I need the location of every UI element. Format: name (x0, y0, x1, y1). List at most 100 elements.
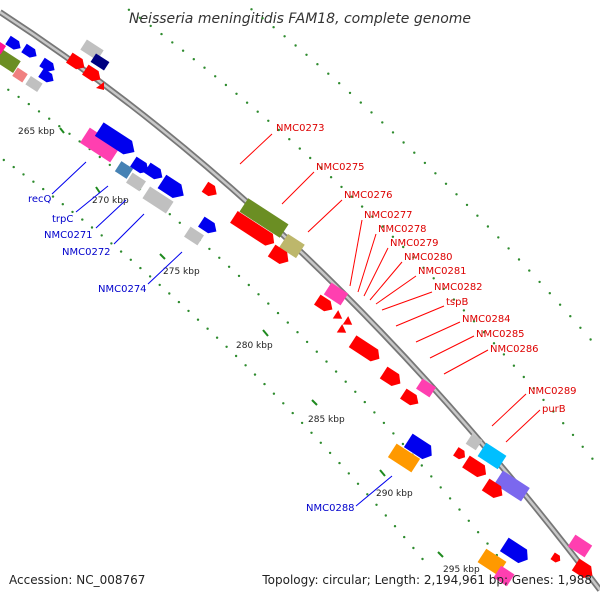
guide-dot (430, 475, 433, 478)
guide-dot (334, 370, 338, 373)
guide-dot (225, 345, 228, 348)
guide-dot (51, 195, 55, 198)
gene-label-NMC0280: NMC0280 (404, 252, 453, 263)
guide-dot (160, 32, 163, 36)
guide-dot (245, 101, 249, 104)
guide-dot (119, 250, 123, 253)
guide-dot (58, 125, 61, 128)
guide-dot (538, 280, 541, 284)
guide-dot (391, 131, 395, 134)
guide-dot (370, 111, 373, 114)
gene-label-NMC0289: NMC0289 (528, 386, 577, 397)
gene-label-NMC0279: NMC0279 (390, 238, 439, 249)
guide-dot (257, 293, 260, 296)
guide-dot (476, 214, 479, 217)
guide-dot (215, 336, 219, 339)
guide-dot (261, 17, 264, 20)
gene-label-NMC0274: NMC0274 (98, 284, 147, 295)
guide-dot (482, 331, 486, 334)
guide-dot (171, 41, 174, 44)
guide-dot (256, 110, 259, 113)
guide-dot (439, 486, 442, 489)
guide-dot (319, 166, 322, 169)
guide-dot (158, 283, 161, 287)
guide-dot (309, 156, 312, 160)
scale-tick-280: 280 kbp (236, 329, 273, 351)
guide-dot (68, 132, 71, 135)
guide-dot (110, 242, 113, 245)
guide-dot (148, 275, 152, 278)
topology-label: Topology: circular; Length: 2,194,961 bp… (262, 573, 592, 587)
guide-dot (472, 320, 476, 323)
gene-label-NMC0276: NMC0276 (344, 190, 393, 201)
guide-dot (371, 215, 374, 218)
guide-dot (300, 421, 304, 425)
guide-dot (291, 411, 294, 415)
guide-dot (528, 269, 531, 272)
guide-dot (139, 266, 142, 270)
guide-dot (203, 66, 206, 69)
guide-dot (382, 421, 386, 425)
guide-dot (455, 193, 458, 196)
guide-dot (542, 398, 545, 402)
guide-dot (247, 283, 250, 287)
guide-dot (316, 62, 319, 66)
gene-label-NMC0278: NMC0278 (378, 224, 427, 235)
guide-dot (562, 422, 565, 425)
gene-label-NMC0271: NMC0271 (44, 230, 93, 241)
guide-dot (305, 53, 308, 56)
guide-dot (149, 24, 152, 28)
guide-dots (2, 8, 594, 561)
guide-dot (61, 203, 64, 206)
guide-dot (522, 375, 525, 379)
guide-dot (305, 340, 309, 344)
guide-dot (319, 441, 322, 444)
scale-tick-270: 270 kbp (92, 186, 129, 206)
guide-dot (512, 364, 516, 367)
scale-label-290: 290 kbp (376, 489, 413, 499)
guide-dot (552, 410, 555, 413)
guide-dot (448, 497, 452, 500)
guide-dot (384, 514, 387, 517)
guide-dot (277, 128, 280, 132)
guide-dot (310, 431, 313, 434)
guide-dot (591, 457, 594, 460)
guide-dot (548, 292, 551, 295)
gene-label-NMC0277: NMC0277 (364, 210, 413, 221)
guide-dot (32, 180, 35, 183)
guide-dot (532, 387, 535, 390)
map-title: Neisseria meningitidis FAM18, complete g… (129, 11, 471, 27)
guide-dot (71, 210, 74, 214)
accession-label: Accession: NC_008767 (9, 573, 146, 587)
gene-label-NMC0281: NMC0281 (418, 266, 467, 277)
guide-dot (432, 277, 435, 280)
guide-dot (421, 557, 424, 561)
guide-dot (402, 245, 405, 249)
gene-label-NMC0284: NMC0284 (462, 314, 511, 325)
guide-dot (237, 274, 241, 278)
guide-dot (250, 8, 253, 11)
scale-tick-290: 290 kbp (376, 469, 413, 499)
gene-label-NMC0273: NMC0273 (276, 123, 325, 134)
guide-dot (272, 392, 276, 395)
guide-dot (373, 411, 376, 414)
guide-dot (589, 338, 592, 341)
guide-dot (187, 309, 190, 313)
guide-dot (476, 531, 480, 534)
guide-dot (381, 225, 384, 228)
guide-dot (196, 318, 200, 321)
guide-dot (497, 236, 500, 239)
guide-dot (2, 158, 5, 162)
reverse-gene-labels: recQ trpC NMC0271 NMC0272 NMC0274 NMC028… (28, 161, 393, 514)
scale-label-270: 270 kbp (92, 196, 129, 206)
guide-dot (359, 101, 362, 104)
guide-dot (452, 298, 456, 301)
guide-dot (442, 287, 445, 291)
guide-dot (90, 226, 94, 229)
guide-dot (181, 49, 185, 52)
guide-dot (458, 508, 461, 511)
guide-dot (434, 172, 437, 175)
guide-dot (347, 472, 350, 475)
guide-dot (208, 247, 211, 251)
guide-dot (267, 302, 270, 305)
